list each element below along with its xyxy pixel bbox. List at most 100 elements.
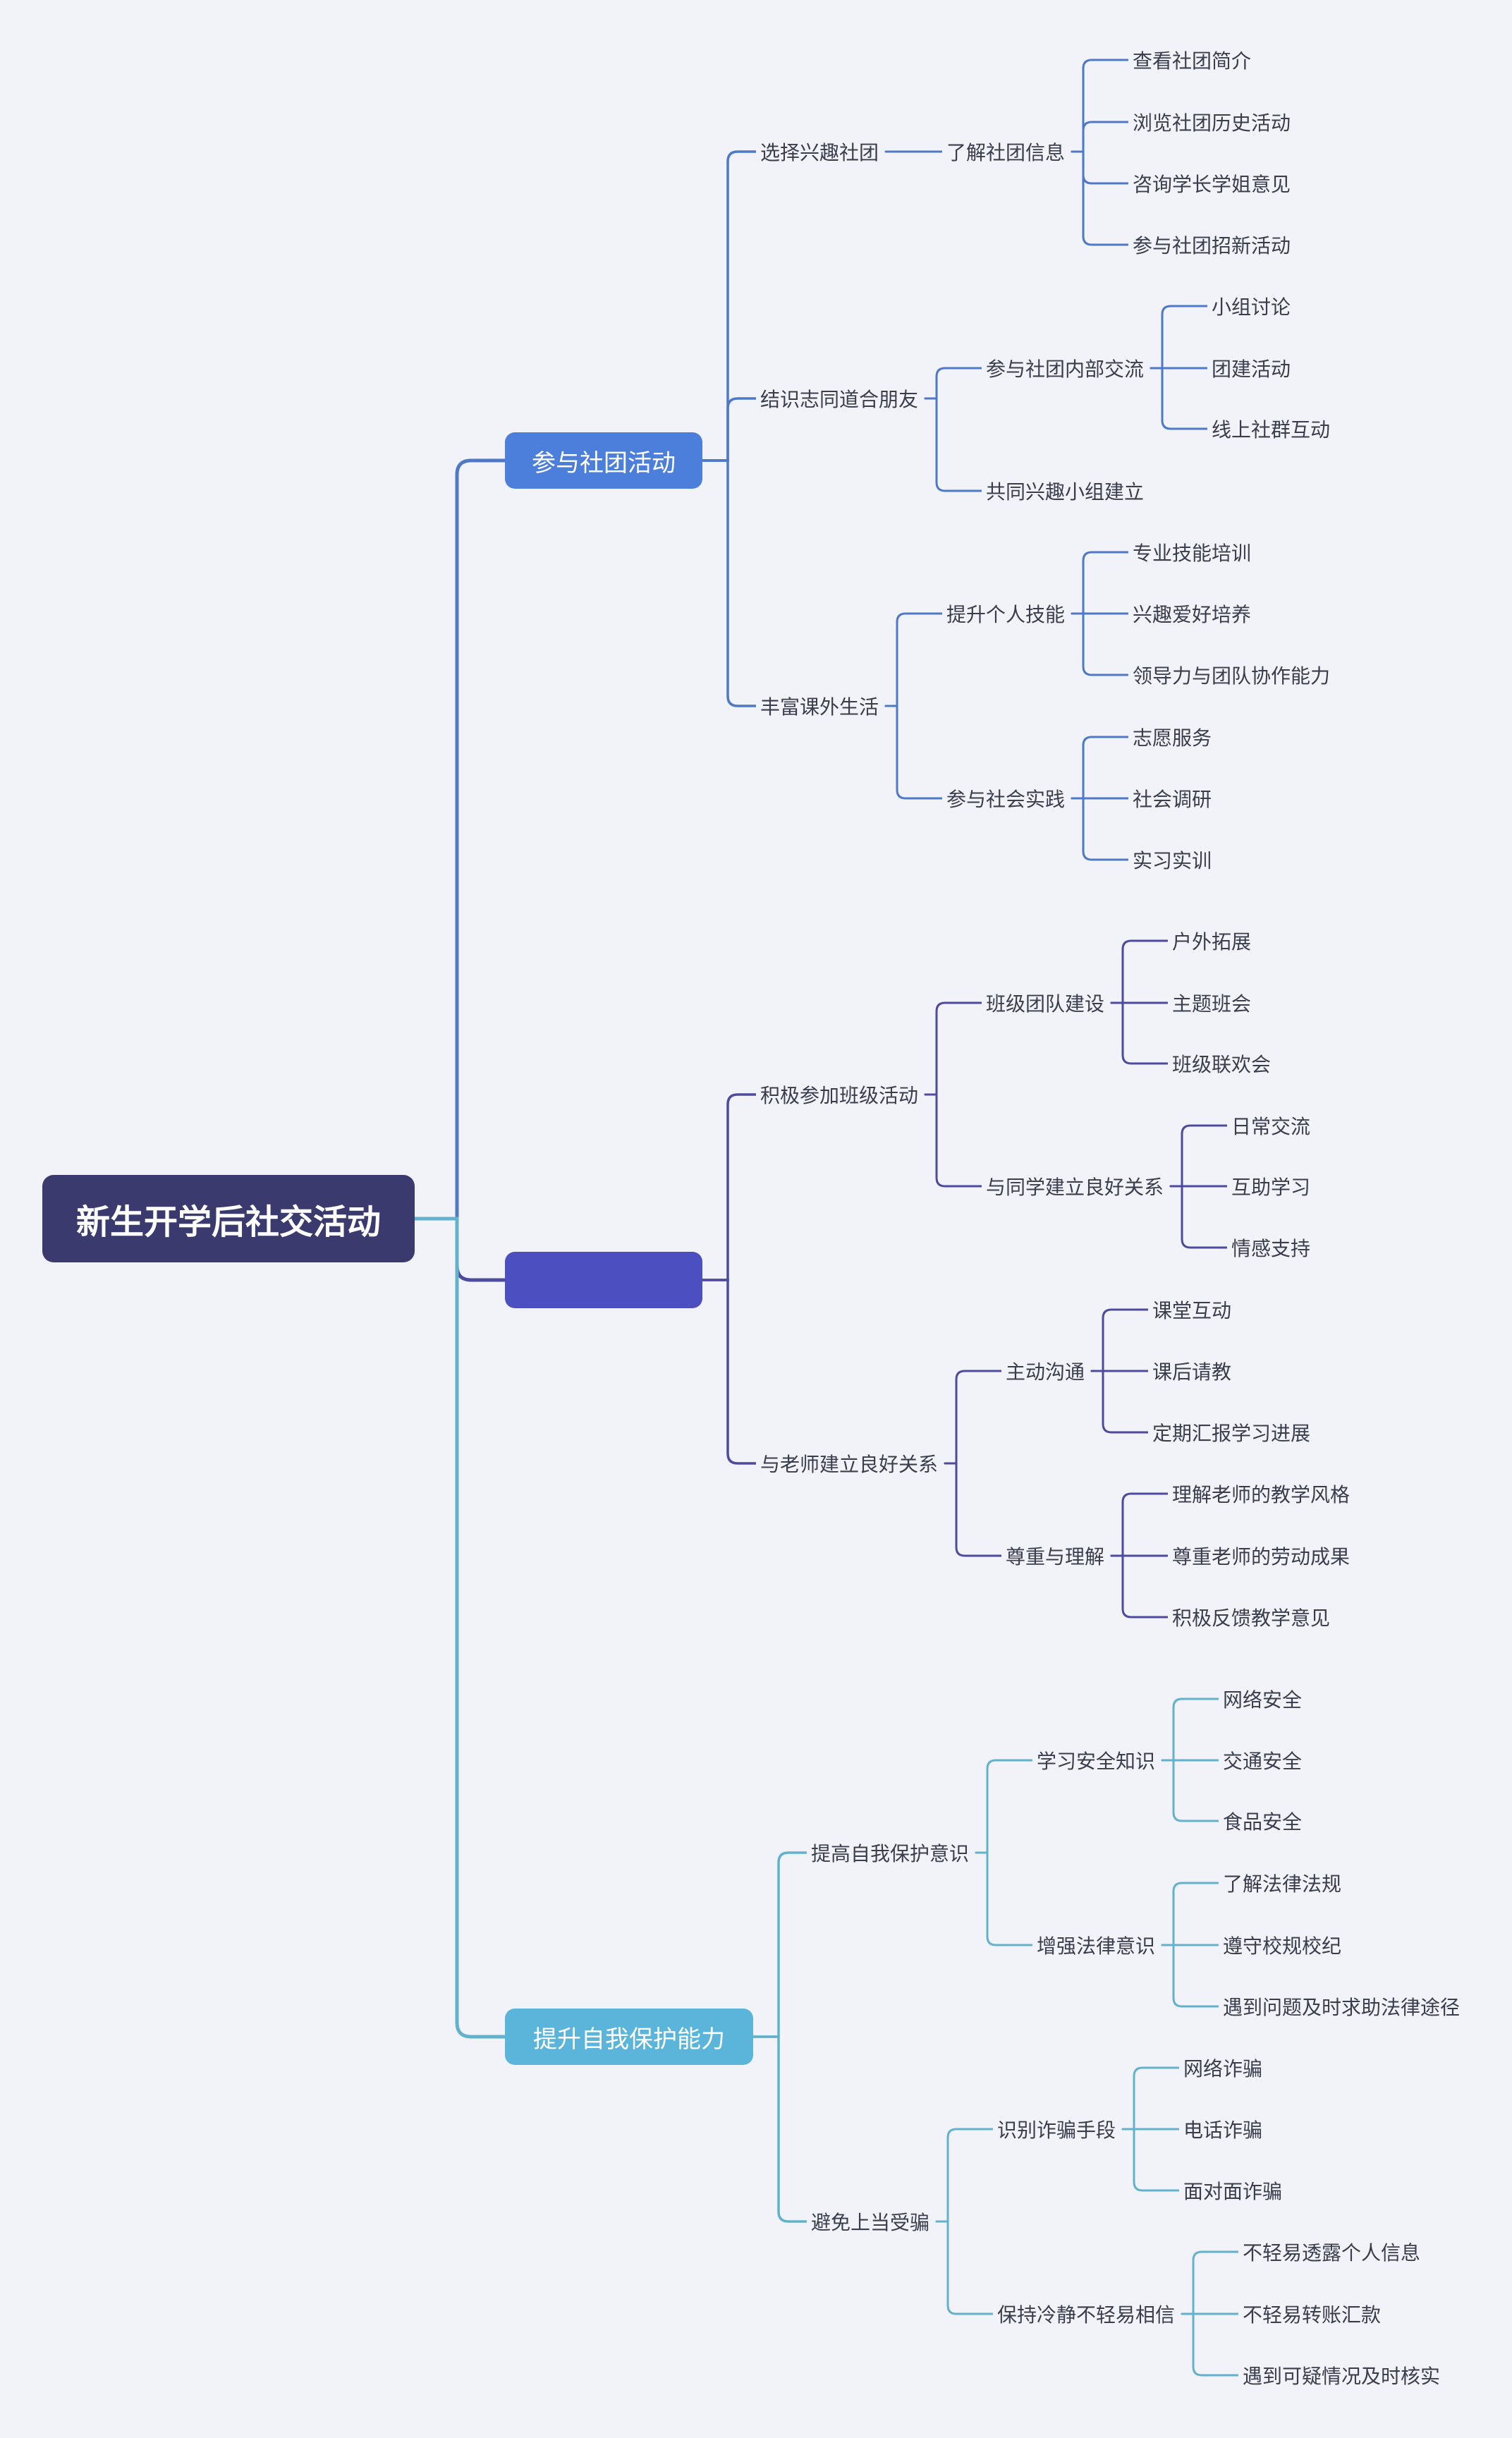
leaf-node[interactable]: 班级联欢会: [1168, 1049, 1276, 1078]
root-node[interactable]: 新生开学后社交活动: [42, 1175, 415, 1262]
level2-node[interactable]: 避免上当受骗: [807, 2207, 934, 2236]
leaf-node[interactable]: 小组讨论: [1207, 292, 1295, 320]
connector-line: [1071, 797, 1130, 861]
connector-line: [975, 1851, 1034, 1946]
leaf-node[interactable]: 志愿服务: [1128, 723, 1217, 751]
connector-line: [975, 1759, 1034, 1854]
connector-line: [1161, 1944, 1220, 2008]
connector-line: [1090, 1308, 1150, 1372]
connector-line: [1181, 2312, 1240, 2377]
leaf-node[interactable]: 遇到问题及时求助法律途径: [1219, 1992, 1465, 2021]
connector-line: [701, 397, 757, 462]
connector-line: [944, 1462, 1003, 1557]
level3-node[interactable]: 参与社会实践: [942, 784, 1070, 812]
leaf-node[interactable]: 了解法律法规: [1219, 1869, 1346, 1897]
level3-node[interactable]: 参与社团内部交流: [982, 354, 1149, 382]
level3-node[interactable]: 保持冷静不轻易相信: [993, 2300, 1180, 2328]
leaf-node[interactable]: 课后请教: [1148, 1357, 1236, 1385]
leaf-node[interactable]: 网络诈骗: [1179, 2054, 1267, 2082]
leaf-node[interactable]: 领导力与团队协作能力: [1128, 661, 1335, 689]
leaf-node[interactable]: 情感支持: [1227, 1233, 1315, 1262]
leaf-node[interactable]: 主题班会: [1168, 989, 1256, 1017]
level3-node[interactable]: 学习安全知识: [1032, 1746, 1160, 1774]
leaf-node[interactable]: 尊重老师的劳动成果: [1168, 1542, 1355, 1570]
connector-line: [701, 150, 757, 462]
level2-node[interactable]: 结识志同道合朋友: [756, 384, 923, 413]
connector-line: [1110, 1492, 1169, 1557]
leaf-node[interactable]: 兴趣爱好培养: [1128, 599, 1256, 628]
connector-line: [413, 1217, 507, 2039]
leaf-node[interactable]: 面对面诈骗: [1179, 2176, 1287, 2205]
connector-line: [924, 397, 983, 492]
leaf-node[interactable]: 积极反馈教学意见: [1168, 1603, 1335, 1631]
leaf-node[interactable]: 浏览社团历史活动: [1128, 108, 1295, 136]
leaf-node[interactable]: 食品安全: [1219, 1807, 1307, 1835]
leaf-node[interactable]: 互助学习: [1227, 1172, 1315, 1200]
connector-line: [1071, 59, 1130, 153]
connector-line: [1071, 551, 1130, 615]
leaf-node[interactable]: 定期汇报学习进展: [1148, 1418, 1315, 1446]
connector-line: [1090, 1370, 1150, 1434]
leaf-node[interactable]: 日常交流: [1227, 1111, 1315, 1140]
connector-line: [1071, 736, 1130, 800]
branch-node-3[interactable]: 提升自我保护能力: [505, 2009, 753, 2065]
level2-node[interactable]: 提高自我保护意识: [807, 1839, 974, 1867]
connector-line: [1161, 1882, 1220, 1946]
leaf-node[interactable]: 社会调研: [1128, 784, 1217, 812]
leaf-node[interactable]: 课堂互动: [1148, 1296, 1236, 1324]
level2-node[interactable]: 与老师建立良好关系: [756, 1449, 943, 1477]
branch-node-2[interactable]: [505, 1252, 702, 1308]
connector-line: [1071, 121, 1130, 153]
level3-node[interactable]: 了解社团信息: [942, 138, 1070, 166]
level3-node[interactable]: 班级团队建设: [982, 989, 1109, 1017]
connector-line: [1071, 150, 1130, 246]
leaf-node[interactable]: 交通安全: [1219, 1746, 1307, 1774]
level3-node[interactable]: 与同学建立良好关系: [982, 1172, 1169, 1200]
leaf-node[interactable]: 查看社团简介: [1128, 46, 1256, 74]
connector-line: [701, 1279, 757, 1465]
connector-line: [413, 458, 507, 1221]
connector-line: [884, 612, 944, 707]
leaf-node[interactable]: 专业技能培训: [1128, 538, 1256, 566]
leaf-node[interactable]: 实习实训: [1128, 846, 1217, 874]
leaf-node[interactable]: 参与社团招新活动: [1128, 231, 1295, 259]
leaf-node[interactable]: 电话诈骗: [1179, 2115, 1267, 2143]
leaf-node[interactable]: 不轻易透露个人信息: [1238, 2238, 1425, 2266]
level2-node[interactable]: 积极参加班级活动: [756, 1080, 923, 1109]
level3-node[interactable]: 共同兴趣小组建立: [982, 477, 1149, 505]
leaf-node[interactable]: 理解老师的教学风格: [1168, 1480, 1355, 1508]
level3-node[interactable]: 尊重与理解: [1001, 1542, 1109, 1570]
level2-node[interactable]: 丰富课外生活: [756, 692, 884, 720]
connector-line: [924, 1001, 983, 1096]
level3-node[interactable]: 增强法律意识: [1032, 1931, 1160, 1959]
leaf-node[interactable]: 网络安全: [1219, 1685, 1307, 1713]
connector-line: [1169, 1124, 1228, 1188]
leaf-node[interactable]: 遇到可疑情况及时核实: [1238, 2361, 1445, 2389]
connector-line: [413, 1217, 507, 1282]
connector-line: [924, 367, 983, 400]
leaf-node[interactable]: 户外拓展: [1168, 927, 1256, 955]
branch-node-1[interactable]: 参与社团活动: [505, 432, 702, 489]
connector-line: [1110, 1001, 1169, 1065]
connector-line: [944, 1370, 1003, 1465]
level2-node[interactable]: 选择兴趣社团: [756, 138, 884, 166]
leaf-node[interactable]: 不轻易转账汇款: [1238, 2300, 1386, 2328]
connector-line: [1181, 2250, 1240, 2315]
connector-line: [1110, 939, 1169, 1004]
connector-line: [935, 2220, 994, 2315]
leaf-node[interactable]: 团建活动: [1207, 354, 1295, 382]
level3-node[interactable]: 主动沟通: [1001, 1357, 1090, 1385]
connector-line: [1110, 1554, 1169, 1619]
connector-line: [701, 1093, 757, 1281]
leaf-node[interactable]: 线上社群互动: [1207, 415, 1335, 443]
connector-line: [1150, 305, 1209, 370]
level3-node[interactable]: 识别诈骗手段: [993, 2115, 1121, 2143]
leaf-node[interactable]: 遵守校规校纪: [1219, 1931, 1346, 1959]
leaf-node[interactable]: 咨询学长学姐意见: [1128, 169, 1295, 197]
connector-line: [935, 2128, 994, 2223]
connector-line: [752, 2035, 808, 2223]
connector-line: [1121, 2066, 1181, 2131]
level3-node[interactable]: 提升个人技能: [942, 599, 1070, 628]
connector-line: [884, 705, 944, 800]
